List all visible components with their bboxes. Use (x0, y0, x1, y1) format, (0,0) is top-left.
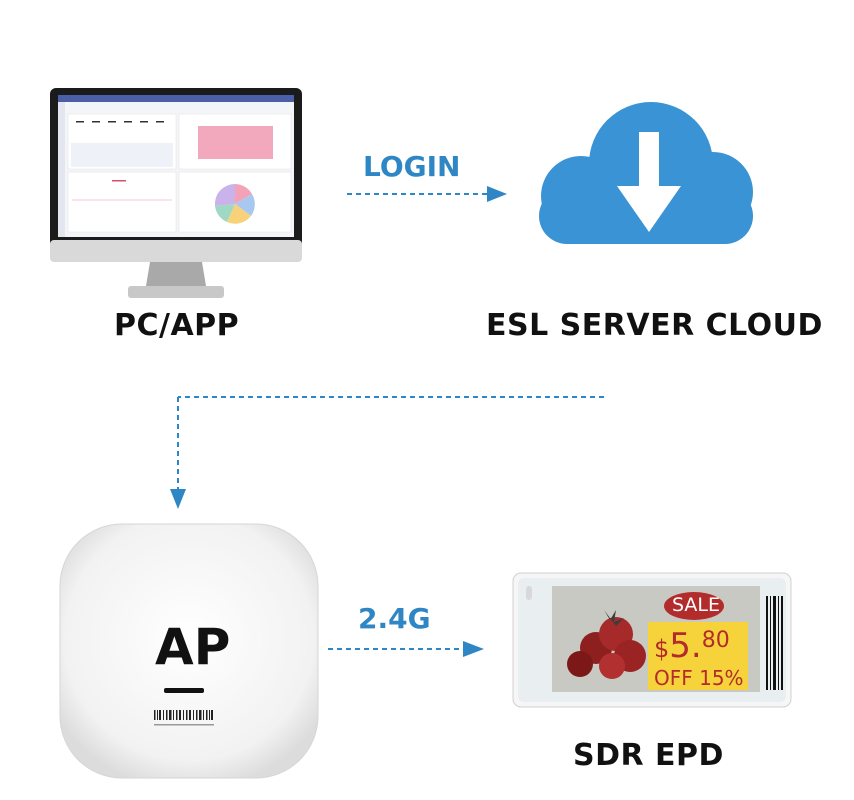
cloud-download-icon (539, 102, 753, 244)
cloud-node (535, 100, 757, 246)
cloud-label: ESL SERVER CLOUD (486, 308, 823, 343)
cloud-to-ap-arrow (170, 396, 604, 509)
sale-badge-text: SALE (672, 594, 721, 616)
login-label: LOGIN (363, 150, 461, 183)
epd-label: SDR EPD (573, 738, 724, 773)
arrow-head-icon (170, 489, 186, 509)
wireless-label: 2.4G (358, 602, 431, 635)
arrow-head-icon (487, 186, 507, 202)
monitor-illustration (50, 88, 302, 298)
ap-device (58, 522, 320, 780)
price-cents: 80 (701, 628, 730, 653)
arrow-head-icon (463, 641, 484, 657)
pc-label: PC/APP (114, 308, 240, 343)
price-main: 5. (669, 626, 702, 666)
strawberries-image (567, 610, 646, 679)
price-currency: $ (654, 635, 670, 663)
epd-device (512, 572, 792, 708)
pc-monitor (50, 88, 302, 300)
discount-text: OFF 15% (654, 666, 744, 690)
ap-device-text: AP (155, 618, 231, 676)
wireless-arrow (328, 641, 484, 657)
price-display: $5.80 (654, 626, 730, 666)
login-arrow (347, 186, 507, 202)
